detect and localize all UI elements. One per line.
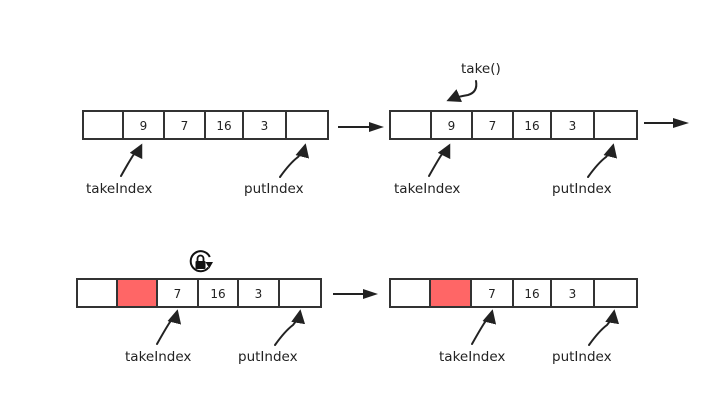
array-cell xyxy=(593,110,638,140)
put-pointer-arrow xyxy=(279,143,310,178)
array-panel-4: 7 16 3 takeIndex putIndex xyxy=(389,278,638,365)
cell-value: 9 xyxy=(140,119,148,133)
array-cell xyxy=(389,110,432,140)
take-index-label: takeIndex xyxy=(394,181,460,197)
put-index-label: putIndex xyxy=(238,349,298,365)
take-pointer-arrow xyxy=(156,309,182,345)
array-cell xyxy=(237,278,280,308)
array-cell xyxy=(82,110,124,140)
take-pointer-arrow xyxy=(428,143,451,177)
put-index-label: putIndex xyxy=(244,181,304,197)
cell-value: 9 xyxy=(448,119,456,133)
cell-value: 7 xyxy=(489,119,497,133)
array-cell xyxy=(76,278,118,308)
take-index-label: takeIndex xyxy=(86,181,152,197)
take-pointer-arrow xyxy=(120,143,143,177)
array-cell-removed xyxy=(429,278,472,308)
cell-value: 16 xyxy=(210,287,225,301)
transition-arrow-1 xyxy=(338,122,384,132)
array-cell xyxy=(470,278,514,308)
put-pointer-arrow xyxy=(274,309,306,346)
cell-value: 3 xyxy=(569,119,577,133)
array-cell-removed xyxy=(116,278,158,308)
array-panel-1: 9 7 16 3 takeIndex putIndex xyxy=(82,110,329,197)
put-index-label: putIndex xyxy=(552,181,612,197)
cell-value: 7 xyxy=(174,287,182,301)
take-index-label: takeIndex xyxy=(439,349,505,365)
array-cell xyxy=(278,278,322,308)
put-pointer-arrow xyxy=(587,143,618,178)
array-cell xyxy=(550,278,595,308)
take-index-label: takeIndex xyxy=(125,349,191,365)
put-pointer-arrow xyxy=(588,309,620,346)
array-cell xyxy=(156,278,199,308)
take-pointer-arrow xyxy=(471,309,497,345)
cell-value: 3 xyxy=(569,287,577,301)
cell-value: 7 xyxy=(181,119,189,133)
array-cell xyxy=(389,278,431,308)
take-call-arrow xyxy=(446,80,478,103)
cell-value: 3 xyxy=(261,119,269,133)
array-panel-2: 9 7 16 3 take() takeIndex putIndex xyxy=(389,61,638,197)
array-panel-3: 7 16 3 takeIndex putIndex xyxy=(76,250,322,365)
array-cell xyxy=(285,110,329,140)
take-method-label: take() xyxy=(461,61,501,77)
transition-arrow-2 xyxy=(644,118,689,128)
cell-value: 7 xyxy=(488,287,496,301)
lock-rotate-icon xyxy=(189,250,213,273)
array-cell xyxy=(163,110,206,140)
array-cell xyxy=(204,110,244,140)
cell-value: 16 xyxy=(524,119,539,133)
cell-value: 16 xyxy=(524,287,539,301)
put-index-label: putIndex xyxy=(552,349,612,365)
array-cell xyxy=(512,278,552,308)
array-cell xyxy=(593,278,638,308)
cell-value: 16 xyxy=(216,119,231,133)
array-cell xyxy=(122,110,165,140)
transition-arrow-3 xyxy=(333,289,378,299)
cell-value: 3 xyxy=(255,287,263,301)
